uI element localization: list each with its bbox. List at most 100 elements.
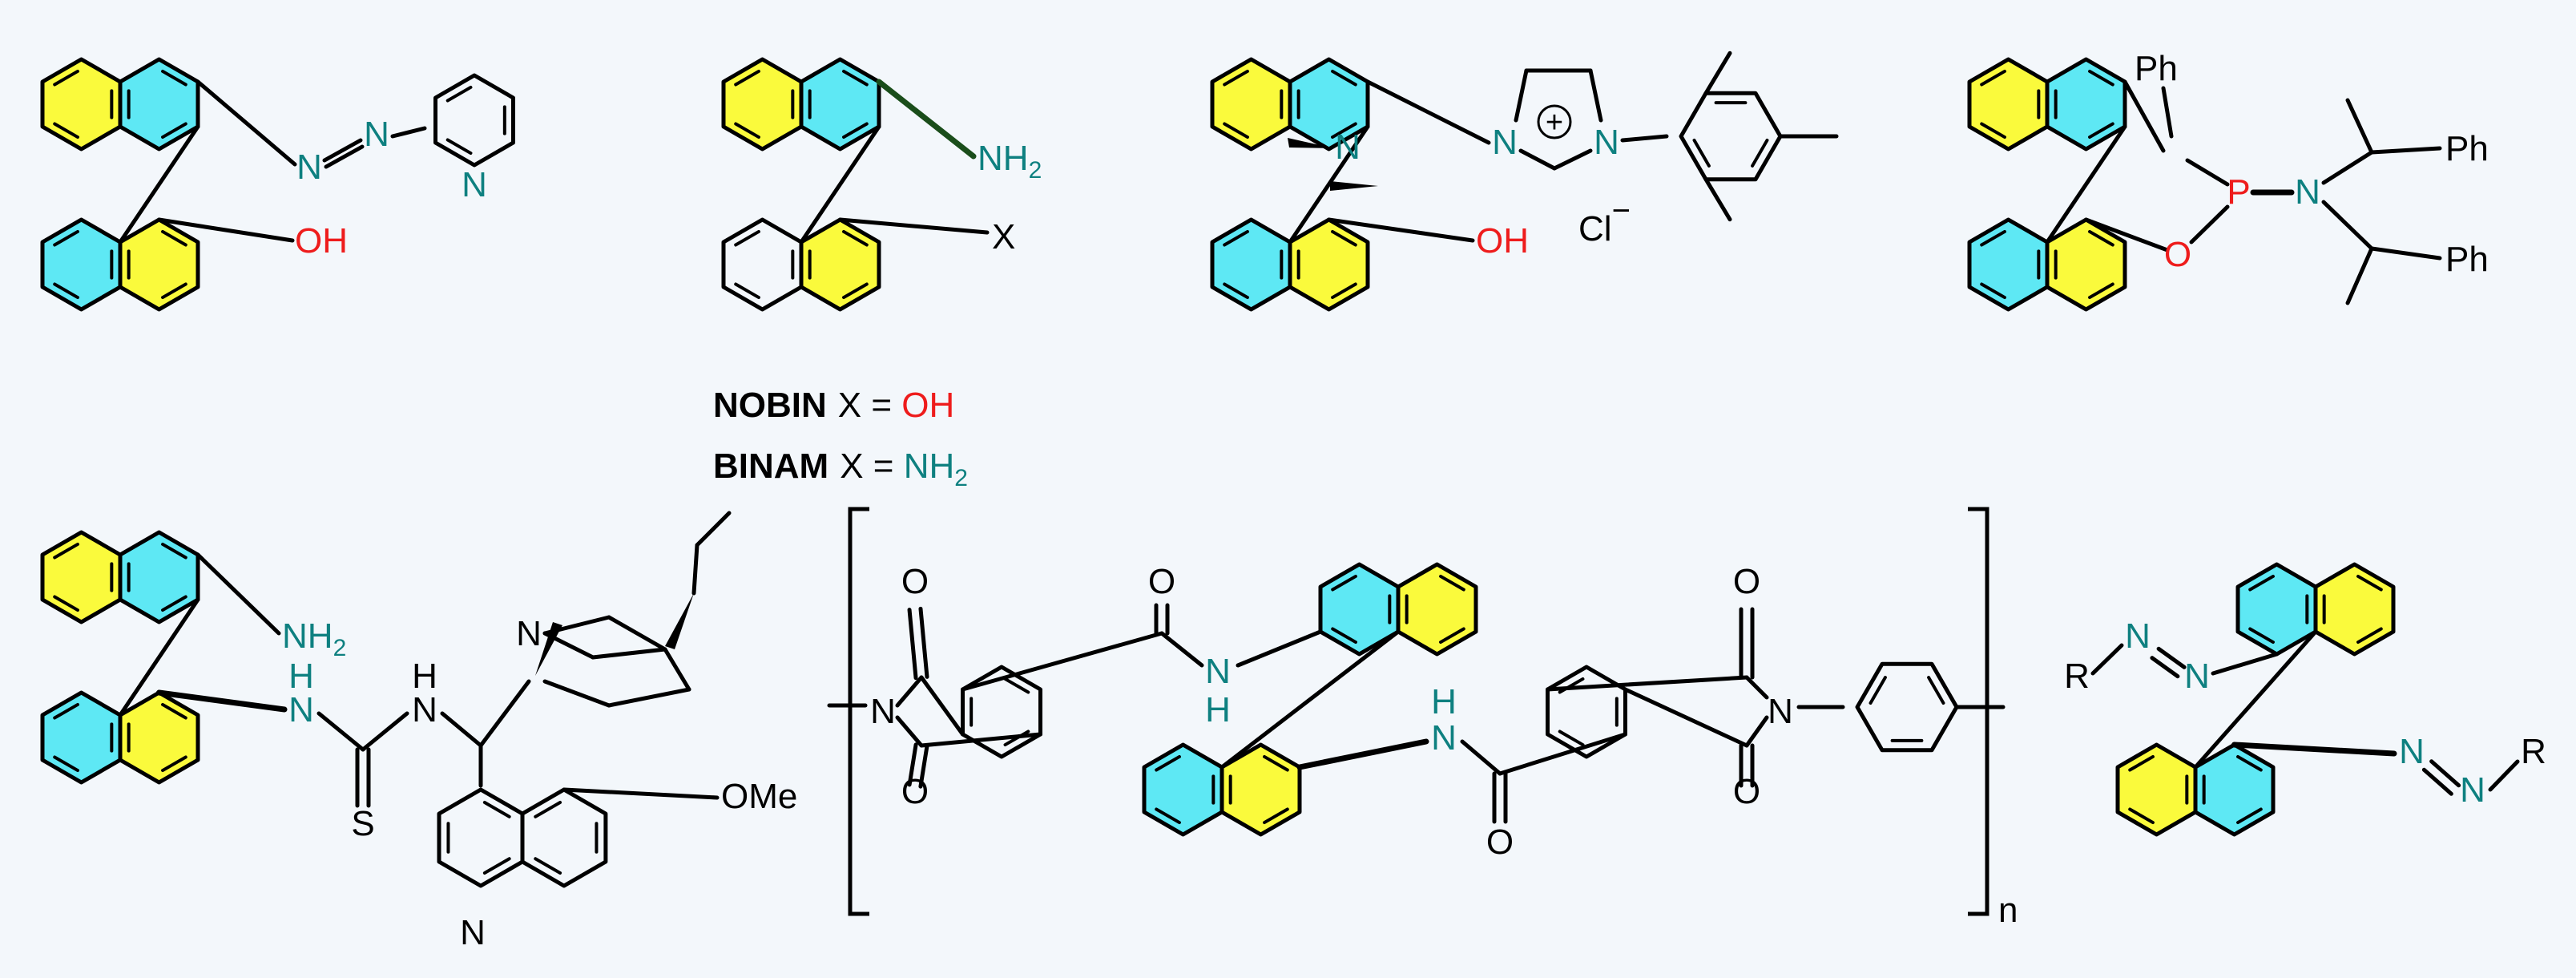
quinoline-n-label: N — [460, 913, 486, 952]
mol2-nh2-label: NH2 — [978, 139, 1042, 184]
mol3-n-mesityl-bond — [1620, 134, 1669, 143]
mol2-biaryl-bond — [799, 124, 881, 244]
mol1-top-naphthalene-ring-a-inner-1 — [53, 122, 79, 139]
mol3-top-naphthalene-ring-b-inner-0 — [1331, 69, 1357, 87]
mol7-bottom-naphthalene-ring-b — [2193, 742, 2276, 837]
mol2-x-label: X — [992, 217, 1015, 257]
mol4-n-ph-bond — [2161, 86, 2174, 139]
mol4-c-o-bond — [2083, 217, 2170, 253]
mol1-top-naphthalene-ring-b — [118, 57, 200, 152]
amide2-h-label: H — [1431, 682, 1457, 721]
quinoline-ring-b — [520, 787, 608, 888]
mol7-bottom-naphthalene-ring-a — [2115, 742, 2198, 837]
polyimide-o2-label: O — [901, 772, 929, 811]
mol2-top-naphthalene-ring-b-inner-1 — [842, 122, 869, 139]
mol4-n-p-bond — [2185, 158, 2230, 187]
imid-bond-3 — [1588, 68, 1603, 123]
quinuclidine-n-label: N — [516, 614, 542, 653]
mol5-ch-quinuclidine — [478, 679, 531, 748]
imide1-c-o1-b — [907, 608, 918, 681]
mol3-bottom-naphthalene-ring-b — [1288, 217, 1370, 312]
mol1-top-naphthalene-ring-a-inner-2 — [53, 69, 79, 87]
mol4-ch2-ph-bond — [2369, 246, 2442, 261]
mol4-c-n-bond — [2122, 79, 2166, 153]
mol1-azo-bond-2 — [324, 144, 365, 169]
mol1-bottom-naphthalene-ring-a-inner-1 — [53, 282, 79, 300]
azo-n2-label: N — [364, 115, 389, 154]
mol2-bottom-naphthalene-ring-b-inner-1 — [842, 282, 869, 300]
mol3-top-naphthalene-ring-a — [1210, 57, 1292, 152]
mol7-n4-r-bond — [2488, 759, 2520, 792]
thiourea-n2-label: N — [412, 690, 437, 729]
imid-bond-1 — [1514, 68, 1529, 123]
mol6-c-n-bond — [1296, 738, 1429, 770]
amide2-o-label: O — [1486, 822, 1514, 862]
mol1-azo-bond — [322, 138, 363, 163]
bond-layer — [53, 51, 2520, 875]
mesityl-ring — [1679, 91, 1783, 182]
mol1-c-oh-bond — [156, 217, 295, 243]
mol5-c-nh2-bond — [196, 552, 281, 636]
polymer-brackets — [848, 507, 1989, 916]
mol5-top-naphthalene-ring-b — [118, 530, 200, 624]
quinoline-ring-b-inner-1 — [534, 857, 562, 875]
mol5-nh2-label: NH2 — [282, 616, 346, 661]
methoxy-label: OMe — [721, 777, 797, 816]
quinoline-ring-a-inner-0 — [482, 801, 511, 818]
mol7-top-naphthalene-ring-a-inner-1 — [2248, 627, 2275, 645]
imide2-c1-n — [1744, 675, 1769, 700]
mol2-top-naphthalene-ring-b-inner-0 — [842, 69, 869, 87]
mol1-bottom-naphthalene-ring-b-inner-1 — [161, 282, 187, 300]
mol6-top-naphthalene-ring-b-inner-1 — [1439, 627, 1465, 645]
mol2-bottom-naphthalene-ring-b — [799, 217, 881, 312]
mol5-bottom-naphthalene-ring-a-inner-1 — [53, 755, 79, 773]
imidazolinium-n2-label: N — [1594, 123, 1619, 162]
mol1-c-n-bond — [196, 79, 297, 167]
polyimide-o3-label: O — [1733, 562, 1760, 601]
mol4-top-naphthalene-ring-b-inner-1 — [2088, 122, 2114, 139]
mol1-oh-label: OH — [295, 221, 348, 261]
imide1-c2-ring — [919, 732, 1042, 748]
amide1-ring-c — [961, 631, 1164, 692]
mol7-top-naphthalene-ring-a-inner-2 — [2248, 574, 2275, 592]
mol6-bottom-naphthalene-ring-b-inner-0 — [1263, 754, 1289, 772]
wedge-bond-c-n-ph — [1288, 138, 1334, 148]
pyridine-ring-inner-2 — [445, 85, 473, 103]
mol7-top-naphthalene-ring-a — [2235, 562, 2318, 657]
quin-bond-5 — [542, 679, 611, 708]
mol3-top-naphthalene-ring-a-inner-1 — [1223, 122, 1249, 139]
mol2-top-naphthalene-ring-a-inner-2 — [734, 69, 760, 87]
plus-charge-circle — [1537, 104, 1572, 139]
phosphoramidite-ph1-label: Ph — [2135, 49, 2178, 88]
mol6-top-naphthalene-ring-a-inner-1 — [1331, 627, 1357, 645]
mol6-bottom-naphthalene-ring-a — [1142, 742, 1224, 837]
mesityl-methyl-top — [1703, 51, 1732, 95]
mol7-top-naphthalene-ring-b — [2313, 562, 2396, 657]
mol7-bottom-naphthalene-ring-b-inner-0 — [2236, 754, 2263, 772]
mol7-azo1-b — [2156, 646, 2187, 669]
mol3-bottom-naphthalene-ring-b-inner-1 — [1331, 282, 1357, 300]
phenylene-ring-inner-2 — [1927, 676, 1945, 705]
mol1-top-naphthalene-ring-b-inner-0 — [161, 69, 187, 87]
imide1-c-o1-a — [918, 606, 929, 679]
mol2-bottom-naphthalene-ring-a-inner-1 — [734, 282, 760, 300]
mol7-top-naphthalene-ring-b-inner-0 — [2356, 574, 2383, 592]
mol7-c-n3-bond — [2231, 742, 2397, 757]
mol5-bottom-naphthalene-ring-a — [40, 690, 123, 785]
quin-bond-2 — [607, 615, 667, 652]
mol4-top-naphthalene-ring-a-inner-1 — [1980, 122, 2006, 139]
mol5-top-naphthalene-ring-a — [40, 530, 123, 624]
mol6-bottom-naphthalene-ring-b-inner-1 — [1263, 807, 1289, 825]
imid-bond-5 — [1552, 148, 1593, 171]
thiourea-n1-c — [316, 711, 365, 752]
mol7-top-naphthalene-ring-b-inner-1 — [2356, 627, 2383, 645]
repeat-unit-n-label: n — [1998, 891, 2018, 930]
mol3-c-n-bond — [1365, 79, 1491, 145]
mol7-azo2-b — [2429, 759, 2461, 788]
mol5-c-n-bond — [155, 689, 288, 713]
mol3-c-oh-bond — [1326, 217, 1475, 243]
mol7-azo1-a — [2150, 656, 2180, 679]
mol4-bottom-naphthalene-ring-a-inner-1 — [1980, 282, 2006, 300]
